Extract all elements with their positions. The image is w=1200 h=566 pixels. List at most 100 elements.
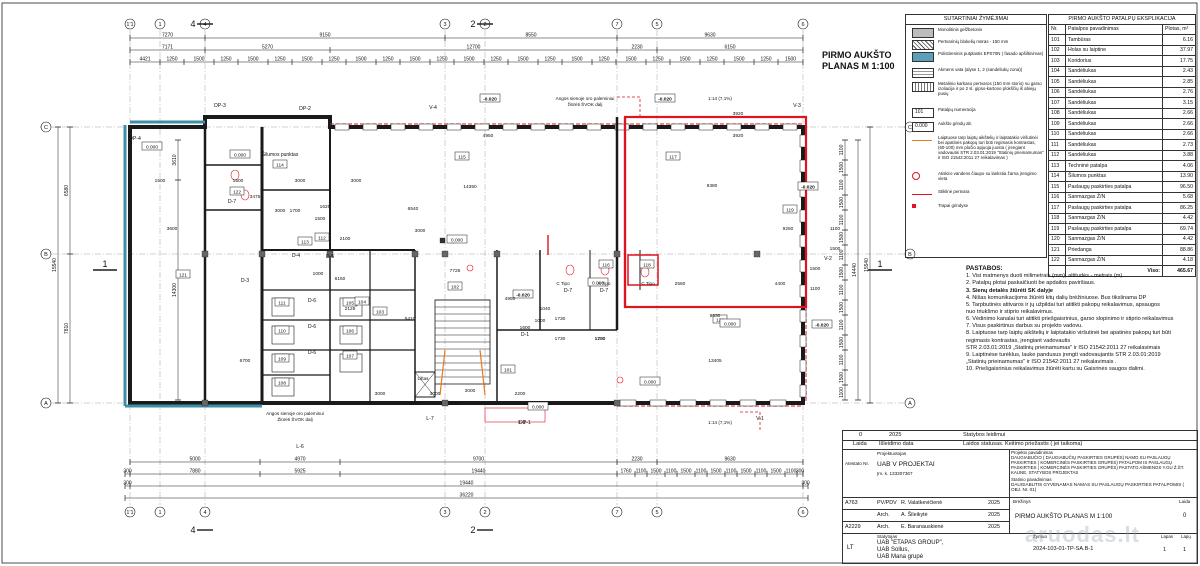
- dim-bottom-2-label: 1100: [756, 469, 767, 475]
- room-name: Sandėliukas: [1065, 65, 1163, 78]
- room-area: 4.42: [1162, 212, 1196, 225]
- column: [753, 250, 761, 258]
- plan-note: 1:14 (7,1%): [708, 96, 732, 101]
- dim-bottom-1-label: 9630: [724, 457, 735, 463]
- dim-top-3-label: 1500: [463, 57, 474, 63]
- builder-lines: UAB "ETAPAS GROUP",UAB Sollus,UAB Mana g…: [877, 540, 943, 562]
- inner-dimension: 6540: [408, 206, 419, 212]
- room-nr: 105: [1048, 76, 1066, 88]
- level-mark-box: [654, 93, 676, 103]
- watermark: aruodas.lt: [1024, 522, 1140, 547]
- dim-right-3-label: 1100: [839, 354, 845, 365]
- room-number-tag: [274, 325, 290, 335]
- inner-dimension: 13405: [708, 358, 722, 364]
- grid-label-top: 5: [655, 22, 658, 28]
- grid-bubble-top: [154, 18, 166, 30]
- room-area: 37.97: [1162, 44, 1196, 57]
- room-area: 2.76: [1162, 86, 1196, 99]
- dim-top-3-label: 1250: [706, 57, 717, 63]
- legend-panel: SUTARTINIAI ŽYMĖJIMAI Monolitinis gelžbe…: [905, 14, 1047, 258]
- elevator-cross: [414, 371, 436, 398]
- legend-swatch-drain: [912, 203, 916, 208]
- column: [613, 399, 621, 407]
- legend-sample-level: 0.000: [915, 122, 928, 129]
- door-label: D-7: [600, 288, 608, 294]
- room-nr: 109: [1048, 118, 1066, 130]
- inner-dimension: 1700: [290, 208, 301, 214]
- dim-bottom-1-label: 4970: [294, 457, 305, 463]
- dim-top-3-label: 1250: [220, 57, 231, 63]
- room-area: 2.85: [1162, 76, 1196, 88]
- window-top: [586, 123, 602, 131]
- note-line: 3. Sienų detalės žiūrėti SK dalyje: [966, 287, 1054, 294]
- dim-right-3-label: 1500: [839, 302, 845, 313]
- room-nr: 121: [1048, 244, 1066, 256]
- inner-dimension: 1500: [233, 178, 244, 184]
- legend-item-drain: Trapai grindyse: [906, 203, 1046, 219]
- level-mark: 0.000: [451, 238, 463, 244]
- door-label: DP-4: [129, 136, 141, 142]
- dim-bottom-1-label: 5000: [189, 457, 200, 463]
- door-label: D-6: [308, 298, 316, 304]
- window-right: [799, 384, 807, 398]
- dim-right-3-label: 1500: [839, 197, 845, 208]
- legend-text: Polistireninis putplastis EPS70N ( fasad…: [938, 50, 1044, 56]
- person-role: PV/PDV: [877, 500, 897, 506]
- red-wall-zone: [330, 123, 807, 407]
- inner-dimension: 7725: [450, 268, 461, 274]
- grid-bubble-bottom: [124, 506, 136, 518]
- rev-row: 0 2025 Statybos leidimui: [843, 431, 1197, 441]
- dim-bottom-3-label: 19440: [460, 481, 474, 487]
- room-area: 2.43: [1162, 65, 1196, 78]
- room-area: 69.74: [1162, 223, 1196, 235]
- room-number: 102: [451, 285, 459, 291]
- legend-text: Akmens vata (alyse 1, 2 (sandėliukų zona…: [938, 66, 1023, 72]
- drawing-name: PIRMO AUKŠTO PLANAS M 1:100: [1015, 513, 1113, 520]
- section-mark-label: 2: [470, 19, 475, 29]
- legend-text: Aukšto grindų alt.: [938, 120, 972, 126]
- window-top: [754, 123, 770, 131]
- plan-note: Liftas: [418, 376, 430, 381]
- object-label: Statinio pavadinimas: [1011, 476, 1052, 482]
- room-number: 121: [179, 273, 187, 279]
- section-mark-label: 1: [877, 259, 882, 269]
- room-nr: 110: [1048, 128, 1066, 141]
- dim-bottom-2-label: 1100: [786, 469, 797, 475]
- wc-fixture: [640, 266, 650, 278]
- inner-dimension: 3000: [430, 391, 441, 397]
- dim-bottom-2-label: 300: [123, 469, 132, 475]
- room-area: 2.73: [1162, 139, 1196, 151]
- room-number-tag: [342, 325, 358, 335]
- room-area: 4.06: [1162, 160, 1196, 172]
- note-line: nuo triukšmo ir stiprio reikalavimus.: [966, 308, 1054, 315]
- person-year: 2025: [988, 524, 1000, 530]
- level-mark: -0.020: [483, 97, 497, 103]
- room-nr: 114: [1048, 170, 1066, 183]
- inner-dimension: 2200: [515, 391, 526, 397]
- explication-head-row: Nr. Patalpos pavadinimas Plotas, m²: [1048, 23, 1196, 36]
- room-nr: 113: [1048, 160, 1066, 172]
- room-nr: 101: [1048, 34, 1066, 46]
- ramp-outline: [617, 96, 761, 430]
- dim-right-1-label: 15540: [864, 258, 870, 272]
- note-line: 7. Visus paskirtinus darbus su projekto …: [966, 323, 1083, 330]
- window-top: [390, 123, 406, 131]
- plan-note: C Tipo: [556, 281, 570, 286]
- legend-item-block: Pertvarinių blokelių mūras - 150 mm: [906, 39, 1046, 50]
- code-label: Žymuo: [1033, 534, 1048, 539]
- room-name: Sandėliukas: [1065, 97, 1163, 109]
- dim-top-3-label: 1250: [544, 57, 555, 63]
- level-mark-box: [639, 376, 661, 386]
- room-area: 5.68: [1162, 191, 1196, 204]
- room-number: 111: [278, 301, 286, 307]
- inner-dimension: 2125: [345, 306, 356, 312]
- grid-label-left: B: [44, 252, 48, 258]
- grid-bubble-top: [797, 18, 809, 30]
- notes-lines: 1. Visi matmenys duoti milimetrais (mm),…: [966, 273, 1198, 373]
- door-label: D-5: [326, 254, 334, 260]
